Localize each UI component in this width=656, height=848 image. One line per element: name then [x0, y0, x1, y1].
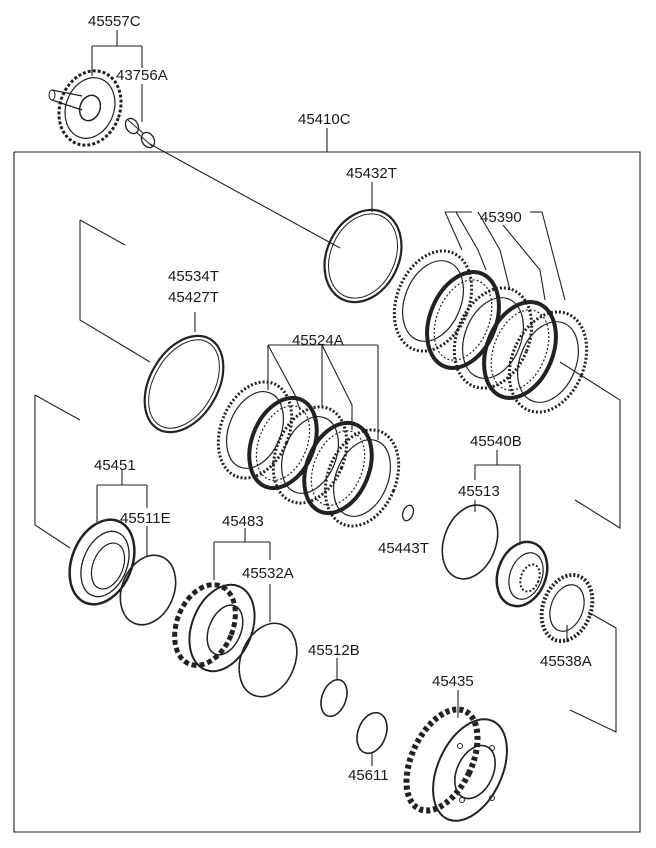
hub-45435 [403, 690, 508, 822]
seal-rings [320, 658, 388, 766]
label-45513: 45513 [458, 483, 500, 500]
label-45611: 45611 [348, 767, 389, 784]
label-45511E: 45511E [120, 510, 171, 527]
label-43756A: 43756A [116, 67, 168, 84]
assembly-frame [13, 128, 641, 833]
snap-ring-middle [79, 219, 225, 434]
label-45390: 45390 [480, 209, 522, 226]
label-45512B: 45512B [308, 642, 360, 659]
bushing [124, 117, 156, 149]
clutch-pack-45524A [216, 344, 401, 528]
input-shaft-gear [48, 69, 123, 147]
label-45532A: 45532A [242, 565, 294, 582]
snap-ring-upper [323, 208, 403, 304]
label-45443T: 45443T [378, 540, 429, 557]
label-45432T: 45432T [346, 165, 397, 182]
label-45557C: 45557C [88, 13, 141, 30]
label-45410C: 45410C [298, 111, 351, 128]
label-45435: 45435 [432, 673, 474, 690]
drum-45483 [172, 528, 298, 698]
label-45534T: 45534T [168, 268, 219, 285]
label-45540B: 45540B [470, 433, 522, 450]
small-ring-45443T [401, 504, 415, 522]
label-45483: 45483 [222, 513, 264, 530]
label-45451: 45451 [94, 457, 136, 474]
label-45538A: 45538A [540, 653, 592, 670]
piston-45540B [441, 450, 549, 608]
label-45427T: 45427T [168, 289, 219, 306]
leader-lines [91, 30, 373, 249]
piston-45451 [34, 394, 177, 626]
clutch-pack-45390 [392, 211, 621, 529]
gear-45538A [539, 573, 617, 733]
label-45524A: 45524A [292, 332, 344, 349]
